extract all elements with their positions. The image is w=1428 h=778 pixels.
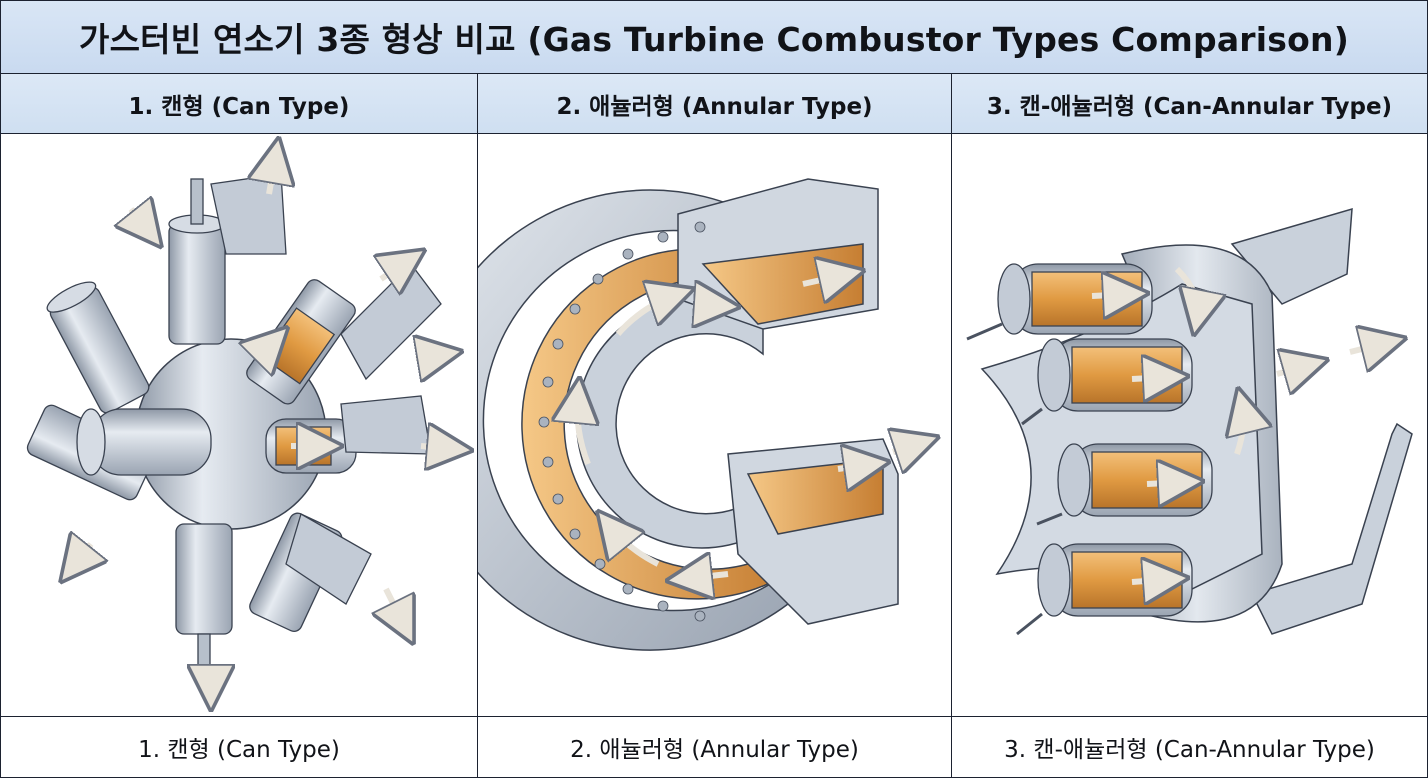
caption-annular: 2. 애뉼러형 (Annular Type) — [570, 737, 859, 763]
annular-type-illustration — [478, 134, 951, 716]
column-header-can-annular: 3. 캔-애뉼러형 (Can-Annular Type) — [986, 93, 1393, 120]
caption-can-annular: 3. 캔-애뉼러형 (Can-Annular Type) — [1004, 737, 1375, 763]
column-header-can: 1. 캔형 (Can Type) — [128, 93, 350, 120]
can-annular-combustor-drawing — [966, 207, 1413, 636]
annular-combustor-drawing — [478, 178, 951, 651]
can-annular-type-illustration — [952, 134, 1427, 716]
column-divider — [951, 74, 952, 777]
column-header-row: 1. 캔형 (Can Type) 2. 애뉼러형 (Annular Type) … — [1, 74, 1427, 134]
footer-divider — [1, 716, 1427, 717]
can-type-illustration — [1, 134, 477, 716]
caption-can: 1. 캔형 (Can Type) — [138, 737, 340, 763]
can-combustor-drawing — [26, 134, 477, 716]
figure-title: 가스터빈 연소기 3종 형상 비교 (Gas Turbine Combustor… — [79, 20, 1349, 59]
column-header-annular: 2. 애뉼러형 (Annular Type) — [556, 93, 873, 120]
title-bar: 가스터빈 연소기 3종 형상 비교 (Gas Turbine Combustor… — [1, 1, 1427, 74]
